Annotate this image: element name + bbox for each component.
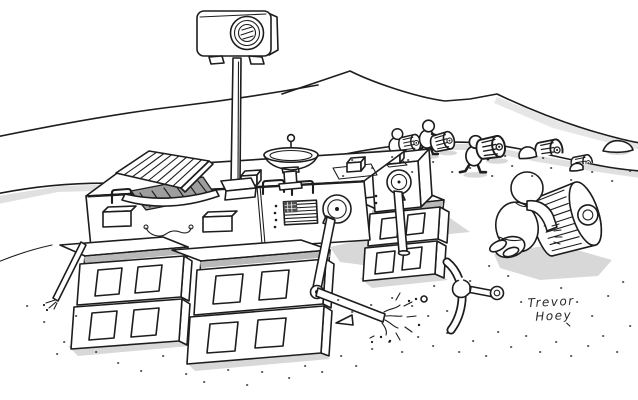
artist-signature: TrevorHoey xyxy=(527,294,575,327)
camera-mast xyxy=(230,57,242,185)
pebble xyxy=(420,295,428,303)
camera-head xyxy=(196,10,279,65)
american-flag xyxy=(282,199,319,226)
mountain xyxy=(281,70,638,144)
signature-line-1: Trevor xyxy=(527,294,575,310)
rover-rear-module xyxy=(371,148,433,257)
svg-text:TrevorHoey: TrevorHoey xyxy=(527,294,575,324)
background-hills xyxy=(0,70,638,155)
arm-sparks xyxy=(369,292,421,344)
big-stolen-wheel xyxy=(530,181,603,257)
fingers xyxy=(551,223,563,245)
solar-panel xyxy=(115,150,220,211)
leaning-rod xyxy=(42,241,87,312)
satellite-dish xyxy=(263,133,319,191)
wrench xyxy=(451,277,505,301)
cinder-block-stack-front-left xyxy=(59,236,193,356)
curved-debris xyxy=(442,257,467,335)
ground-speckles xyxy=(26,155,632,386)
cinder-block-stack-front-center xyxy=(171,239,335,371)
robotic-arm xyxy=(309,216,421,344)
arm-frayed-wires xyxy=(381,304,403,336)
wheel-thief-5-helmet xyxy=(569,162,584,172)
mast-base xyxy=(220,177,257,201)
pebble-small xyxy=(407,299,411,303)
wheel-thief-4-helmet xyxy=(518,146,538,160)
signature-line-2: Hoey xyxy=(535,308,573,324)
rock xyxy=(602,139,634,154)
big-wheel-thief-group xyxy=(488,171,612,280)
big-wheel-thief xyxy=(488,171,563,259)
